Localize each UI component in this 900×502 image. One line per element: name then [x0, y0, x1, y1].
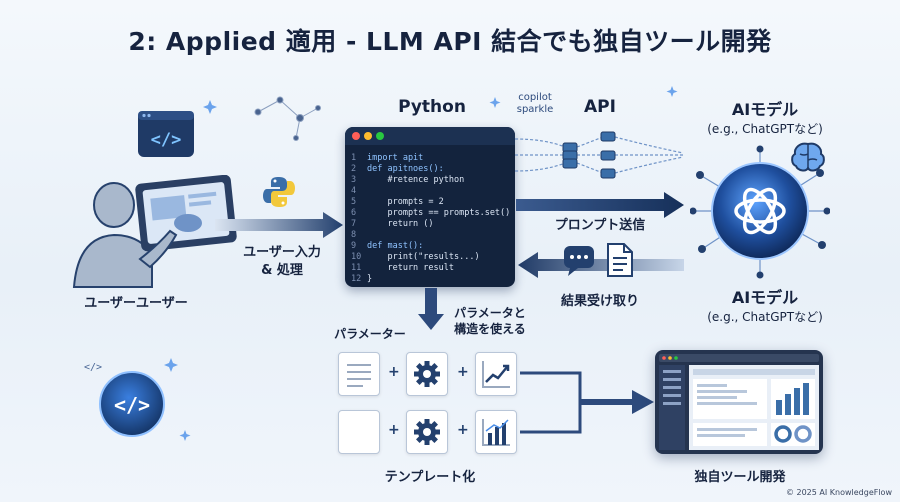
api-label: API: [584, 97, 616, 117]
plus-icon: +: [457, 364, 469, 380]
params-struct-line2: 構造を使える: [454, 322, 526, 336]
params-struct-label: パラメータと 構造を使える: [440, 305, 540, 337]
user-tablet-illustration: [70, 174, 240, 290]
code-icon: </>: [98, 370, 166, 438]
brain-icon: [788, 140, 828, 174]
code-line: 3 #retence python: [351, 175, 464, 185]
arrow-back-to-code: [518, 252, 684, 278]
code-line: 8: [351, 230, 367, 240]
maximize-dot-icon: [376, 132, 384, 140]
params-label: パラメーター: [334, 327, 406, 341]
openai-logo-icon: [689, 145, 831, 280]
code-line-text: }: [367, 274, 373, 284]
api-network-diagram: [515, 131, 684, 179]
ai-model-top-title: AIモデル: [731, 100, 799, 119]
arrow-down-to-template: [418, 288, 444, 330]
sparkle-text: sparkle: [516, 104, 554, 115]
arrow-to-ai: [516, 192, 684, 218]
ai-model-bottom-label: AIモデル (e.g., ChatGPTなど): [680, 284, 850, 325]
receive-result-label: 結果受け取り: [560, 294, 639, 309]
code-line: 12}: [351, 274, 372, 284]
prompt-send-label: プロンプト送信: [554, 218, 646, 233]
code-line-text: def apitnoes():: [367, 164, 444, 174]
code-line-number: 10: [351, 252, 362, 262]
code-line-number: 2: [351, 164, 357, 174]
svg-text:</>: </>: [151, 130, 182, 150]
copilot-sparkle-label: copilot sparkle: [500, 92, 570, 116]
arrow-to-tool: [520, 371, 654, 434]
code-line-text: import apit: [367, 153, 424, 163]
code-icon: </>: [137, 110, 195, 158]
code-line: 1 import apit: [351, 153, 423, 163]
code-line: 11 return result: [351, 263, 454, 273]
document-icon: [338, 352, 380, 396]
code-line-number: 11: [351, 263, 362, 273]
code-line-number: 7: [351, 219, 357, 229]
user-label: ユーザーユーザー: [84, 296, 188, 311]
code-line-text: #retence python: [367, 175, 465, 185]
chat-bubble-icon: [562, 244, 600, 278]
code-line: 10 print("results...): [351, 252, 480, 262]
document-icon: [606, 242, 634, 278]
ai-model-top-label: AIモデル (e.g., ChatGPTなど): [690, 96, 840, 137]
template-label: テンプレート化: [384, 470, 476, 485]
python-logo-icon: [262, 175, 296, 209]
code-line-text: prompts = 2: [367, 197, 444, 207]
ai-model-bottom-title: AIモデル: [731, 288, 799, 307]
ai-model-top-subtitle: (e.g., ChatGPTなど): [707, 122, 823, 136]
close-dot-icon: [352, 132, 360, 140]
plus-icon: +: [388, 422, 400, 438]
code-line-number: 5: [351, 197, 357, 207]
code-line-text: return result: [367, 263, 454, 273]
plus-icon: +: [388, 364, 400, 380]
code-line-text: return (): [367, 219, 434, 229]
code-editor-titlebar: [345, 127, 515, 145]
arrow-to-code: [215, 212, 343, 238]
document-icon: [338, 410, 380, 454]
code-line: 4: [351, 186, 367, 196]
code-line-text: print("results...): [367, 252, 480, 262]
own-tool-label: 独自ツール開発: [694, 470, 786, 485]
code-line: 5 prompts = 2: [351, 197, 444, 207]
code-line-number: 4: [351, 186, 357, 196]
page-title: 2: Applied 適用 - LLM API 結合でも独自ツール開発: [128, 27, 772, 56]
tool-dashboard: [655, 350, 823, 454]
user-input-line2: & 処理: [261, 263, 303, 278]
copilot-text: copilot: [518, 92, 552, 103]
code-line: 6 prompts == prompts.set(): [351, 208, 510, 218]
gear-icon: [406, 410, 448, 454]
code-line: 7 return (): [351, 219, 434, 229]
code-line-number: 12: [351, 274, 362, 284]
code-line: 9 def mast():: [351, 241, 423, 251]
copyright-text: © 2025 AI KnowledgeFlow: [785, 488, 892, 497]
params-struct-line1: パラメータと: [454, 306, 526, 320]
code-line-number: 1: [351, 153, 357, 163]
code-line-number: 3: [351, 175, 357, 185]
code-line-number: 6: [351, 208, 357, 218]
svg-text:</>: </>: [114, 393, 150, 417]
code-line-text: prompts == prompts.set(): [367, 208, 511, 218]
code-line: 2 def apitnoes():: [351, 164, 444, 174]
chart-icon: [475, 410, 517, 454]
ai-model-bottom-subtitle: (e.g., ChatGPTなど): [707, 310, 823, 324]
minimize-dot-icon: [364, 132, 372, 140]
code-line-text: def mast():: [367, 241, 424, 251]
user-input-label: ユーザー入力 & 処理: [232, 244, 332, 280]
small-code-icon: </>: [84, 362, 103, 373]
code-line-number: 9: [351, 241, 357, 251]
user-input-line1: ユーザー入力: [243, 245, 321, 260]
python-label: Python: [398, 97, 466, 117]
gear-icon: [406, 352, 448, 396]
plus-icon: +: [457, 422, 469, 438]
chart-icon: [475, 352, 517, 396]
code-line-number: 8: [351, 230, 357, 240]
